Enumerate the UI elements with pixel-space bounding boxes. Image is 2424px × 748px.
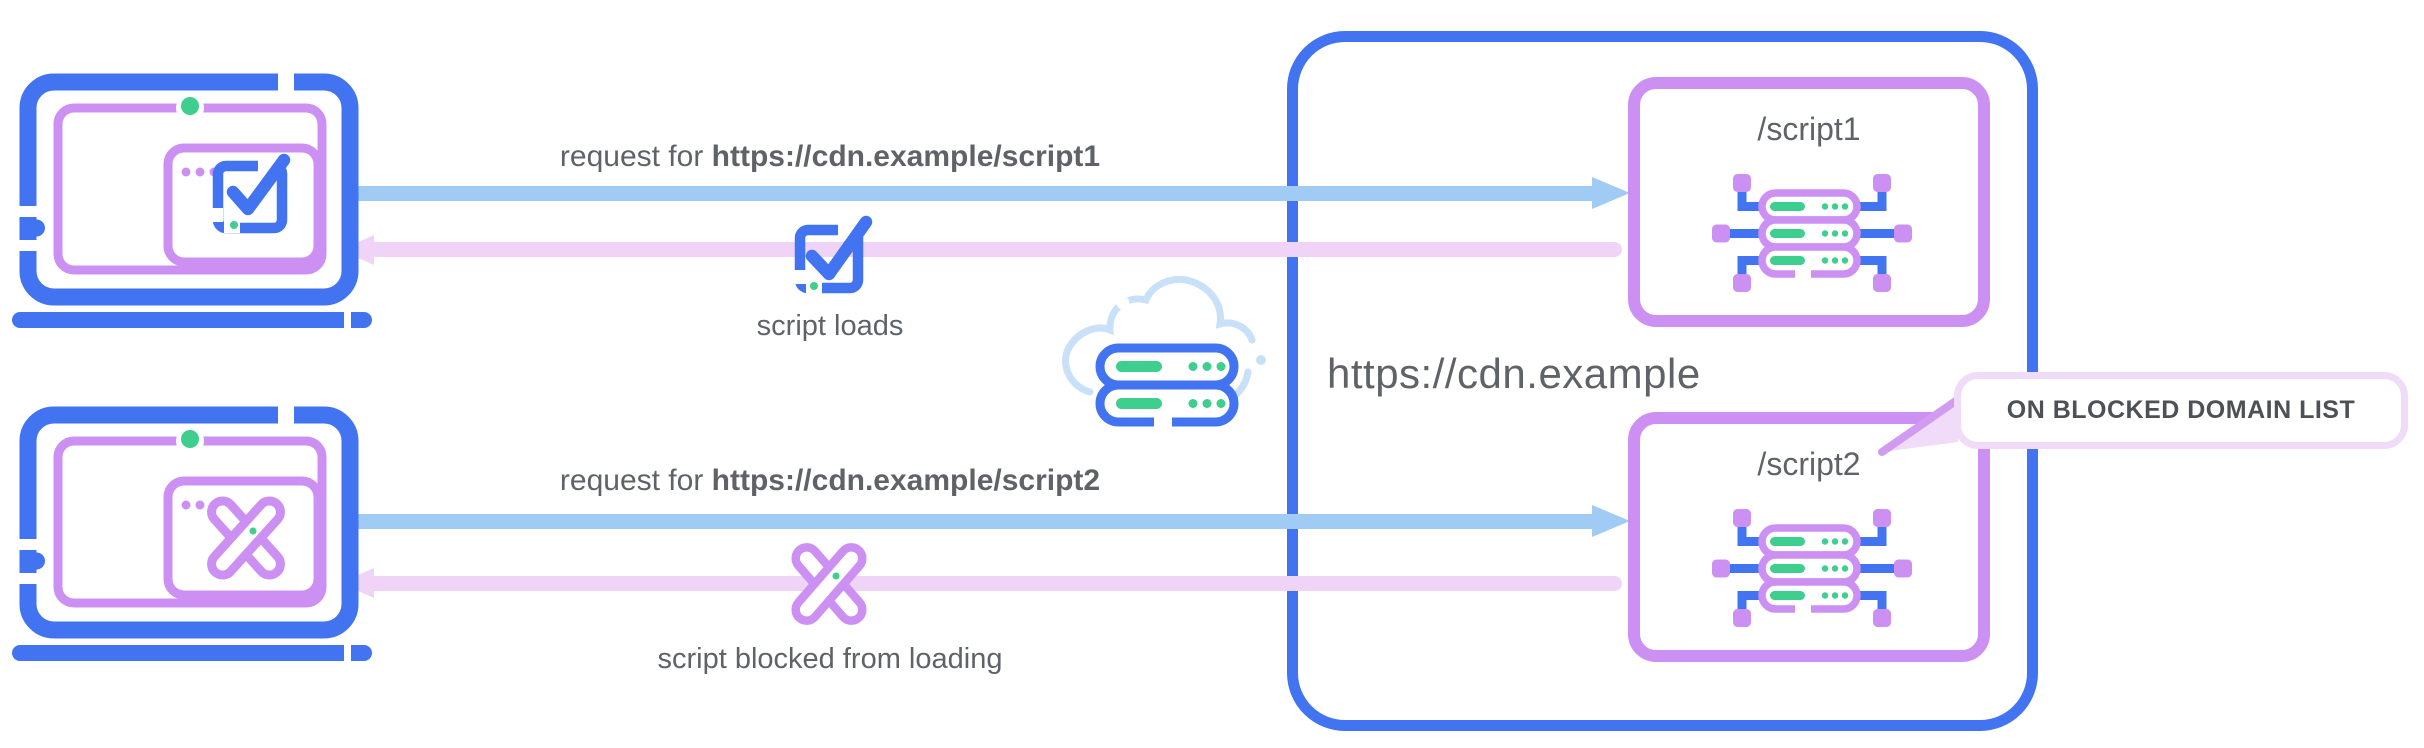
- response-arrow-script2: [374, 576, 1622, 591]
- request-arrow-script1: [348, 186, 1592, 201]
- blocked-domain-callout: ON BLOCKED DOMAIN LIST: [1954, 372, 2408, 449]
- request-arrow-script1-head: [1592, 177, 1630, 209]
- endpoint-script2-box: /script2: [1628, 412, 1990, 662]
- request-label-script2: request for https://cdn.example/script2: [380, 464, 1280, 498]
- laptop-check-icon: [12, 72, 372, 330]
- request-label-url: https://cdn.example/script1: [711, 140, 1101, 173]
- server-cluster-icon: [1712, 174, 1912, 292]
- request-arrow-script2: [348, 514, 1592, 529]
- status-label-script2: script blocked from loading: [657, 643, 1003, 675]
- cloud-server-icon: [1062, 275, 1266, 428]
- browser-check-icon: [210, 153, 291, 234]
- server-cluster-icon: [1712, 509, 1912, 627]
- blocked-x-icon: [791, 543, 867, 625]
- request-label-prefix: request for: [559, 140, 712, 173]
- endpoint-script1-label: /script1: [1757, 111, 1861, 147]
- laptop-x-icon: [12, 405, 372, 663]
- callout-text: ON BLOCKED DOMAIN LIST: [2006, 396, 2356, 424]
- request-label-prefix: request for: [559, 464, 712, 497]
- status-label-script1: script loads: [756, 310, 904, 342]
- endpoint-script1-box: /script1: [1628, 77, 1990, 327]
- request-arrow-script2-head: [1592, 505, 1630, 537]
- response-arrow-script1: [374, 242, 1622, 257]
- check-icon: [794, 215, 873, 295]
- callout-tail: [1878, 394, 1964, 456]
- request-label-url: https://cdn.example/script2: [711, 464, 1101, 497]
- cdn-domain-label: https://cdn.example: [1327, 350, 1701, 397]
- browser-x-icon: [207, 496, 285, 580]
- request-label-script1: request for https://cdn.example/script1: [380, 140, 1280, 174]
- endpoint-script2-label: /script2: [1757, 446, 1861, 482]
